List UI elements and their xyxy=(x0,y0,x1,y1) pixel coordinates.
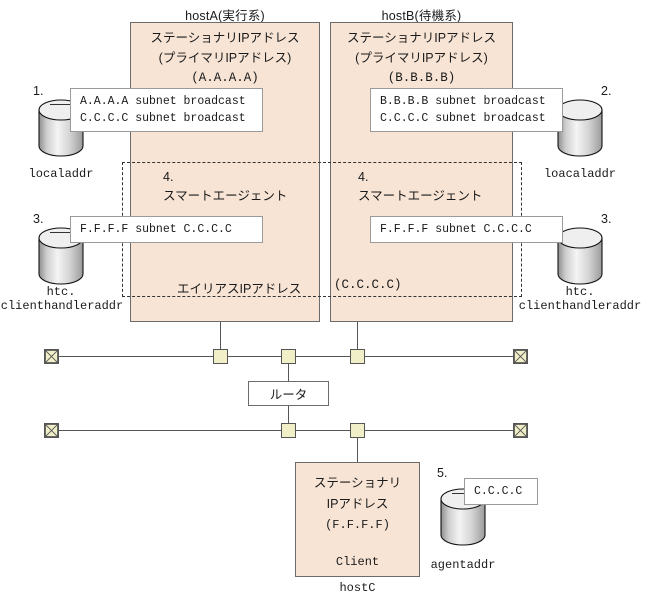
callout-broadcast-b-line1: B.B.B.B subnet broadcast xyxy=(380,95,546,108)
hosta-stationary-address: (A.A.A.A) xyxy=(191,71,259,85)
callout-handler-b-text: F.F.F.F subnet C.C.C.C xyxy=(380,223,532,236)
upper-bus-terminator-left xyxy=(44,349,59,364)
leader-line-1 xyxy=(50,104,72,105)
callout-agent-value: C.C.C.C xyxy=(464,478,538,505)
hostb-panel xyxy=(330,22,513,322)
hostb-agent-number: 4. xyxy=(358,170,369,184)
hostb-droplink xyxy=(357,322,358,349)
callout-broadcast-b: B.B.B.B subnet broadcast C.C.C.C subnet … xyxy=(370,88,563,132)
cylinder-2-number: 2. xyxy=(601,84,612,98)
callout-handler-b: F.F.F.F subnet C.C.C.C xyxy=(370,216,563,243)
cylinder-3b-number: 3. xyxy=(601,212,612,226)
localaddr-label-a: localaddr xyxy=(28,167,94,181)
hostc-caption: hostC xyxy=(339,581,376,595)
client-name: Client xyxy=(335,555,380,569)
agentaddr-label: agentaddr xyxy=(430,558,496,572)
hosta-caption: hostA(実行系) xyxy=(185,9,265,23)
hostb-stationary-address: (B.B.B.B) xyxy=(387,71,456,85)
hosta-stationary-line2: (プライマリIPアドレス) xyxy=(158,51,292,65)
callout-handler-a-text: F.F.F.F subnet C.C.C.C xyxy=(80,223,232,236)
upper-bus-terminator-right xyxy=(513,349,528,364)
clienthandleraddr-label-a-line2: clienthandleraddr xyxy=(0,299,124,313)
lower-bus-terminator-left xyxy=(44,423,59,438)
hosta-stationary-line1: ステーショナリIPアドレス xyxy=(150,31,300,45)
router-box: ルータ xyxy=(248,381,329,406)
localaddr-label-b: loacaladdr xyxy=(543,167,616,181)
callout-broadcast-a: A.A.A.A subnet broadcast C.C.C.C subnet … xyxy=(70,88,263,132)
upper-bus-node-hosta xyxy=(213,349,228,364)
callout-handler-a: F.F.F.F subnet C.C.C.C xyxy=(70,216,263,243)
hosta-panel xyxy=(130,22,320,322)
hosta-droplink xyxy=(220,322,221,349)
router-downlink xyxy=(288,406,289,423)
client-stationary-line2: IPアドレス xyxy=(326,497,389,511)
clienthandleraddr-label-b-line2: clienthandleraddr xyxy=(518,299,642,313)
clienthandleraddr-label-b-line1: htc. xyxy=(565,285,595,299)
localaddr-cylinder-b xyxy=(557,99,603,157)
clienthandleraddr-cylinder-b xyxy=(557,227,603,285)
router-uplink xyxy=(288,364,289,381)
cylinder-3a-number: 3. xyxy=(33,212,44,226)
client-stationary-address: (F.F.F.F) xyxy=(325,518,390,532)
cylinder-5-number: 5. xyxy=(437,466,448,480)
clienthandleraddr-label-a-line1: htc. xyxy=(46,285,76,299)
clienthandleraddr-cylinder-a xyxy=(38,227,84,285)
leader-line-3a xyxy=(50,232,72,233)
hostc-panel: ステーショナリ IPアドレス (F.F.F.F) Client xyxy=(295,462,420,577)
callout-broadcast-a-line2: C.C.C.C subnet broadcast xyxy=(80,112,246,125)
hostb-caption: hostB(待機系) xyxy=(381,9,462,23)
callout-broadcast-a-line1: A.A.A.A subnet broadcast xyxy=(80,95,246,108)
alias-ip-label: エイリアスIPアドレス xyxy=(177,282,302,296)
callout-broadcast-b-line2: C.C.C.C subnet broadcast xyxy=(380,112,546,125)
callout-agent-text: C.C.C.C xyxy=(474,485,523,498)
leader-line-5 xyxy=(452,493,470,494)
hosta-agent-number: 4. xyxy=(163,170,174,184)
upper-bus-node-hostb xyxy=(350,349,365,364)
alias-ip-value: (C.C.C.C) xyxy=(334,278,402,292)
hosta-agent-label: スマートエージェント xyxy=(163,189,288,203)
lower-bus-node-hostc xyxy=(350,423,365,438)
hostb-stationary-line1: ステーショナリIPアドレス xyxy=(346,31,497,45)
lower-bus-terminator-right xyxy=(513,423,528,438)
client-stationary-line1: ステーショナリ xyxy=(313,476,402,490)
upper-bus-node-router xyxy=(281,349,296,364)
cylinder-1-number: 1. xyxy=(33,84,44,98)
hostb-agent-label: スマートエージェント xyxy=(358,189,483,203)
hostc-uplink xyxy=(357,438,358,462)
lower-bus-node-router xyxy=(281,423,296,438)
router-label: ルータ xyxy=(269,388,308,402)
hostb-stationary-line2: (プライマリIPアドレス) xyxy=(355,51,488,65)
